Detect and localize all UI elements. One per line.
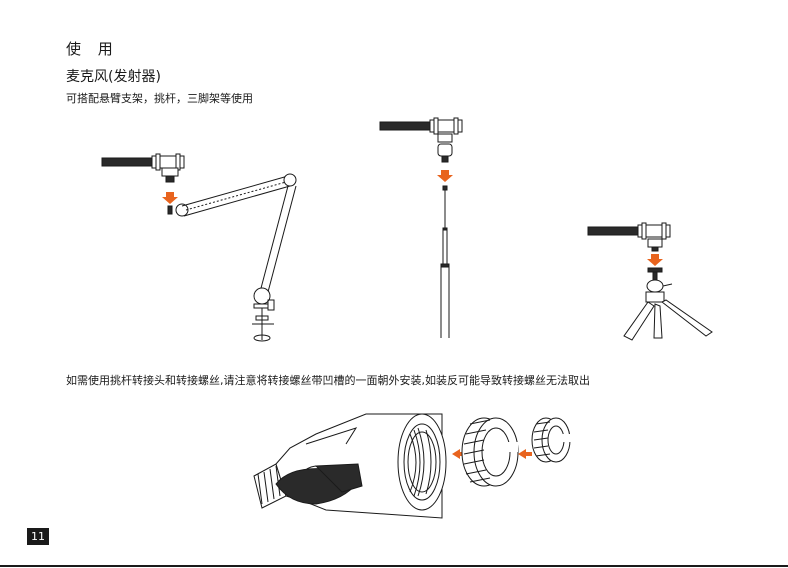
section-title: 使 用 (66, 38, 119, 59)
arrow-down-icon (162, 192, 178, 204)
adapter-screw-illustration (246, 404, 582, 518)
usage-intro: 可搭配悬臂支架，挑杆，三脚架等使用 (66, 90, 253, 106)
adapter-installation-note: 如需使用挑杆转接头和转接螺丝,请注意将转接螺丝带凹槽的一面朝外安装,如装反可能导… (66, 372, 590, 388)
arrow-left-icon (518, 449, 532, 459)
bottom-divider (0, 565, 788, 567)
tripod-illustration (584, 222, 718, 344)
arrow-down-icon (647, 254, 663, 266)
microphone-icon (588, 223, 670, 251)
arrow-down-icon (437, 170, 453, 182)
page-number: 11 (27, 528, 49, 545)
microphone-icon (380, 118, 462, 162)
microphone-subtitle: 麦克风(发射器) (66, 66, 161, 86)
boom-arm-illustration (96, 150, 306, 345)
microphone-icon (102, 154, 184, 182)
boom-pole-illustration (374, 116, 474, 338)
